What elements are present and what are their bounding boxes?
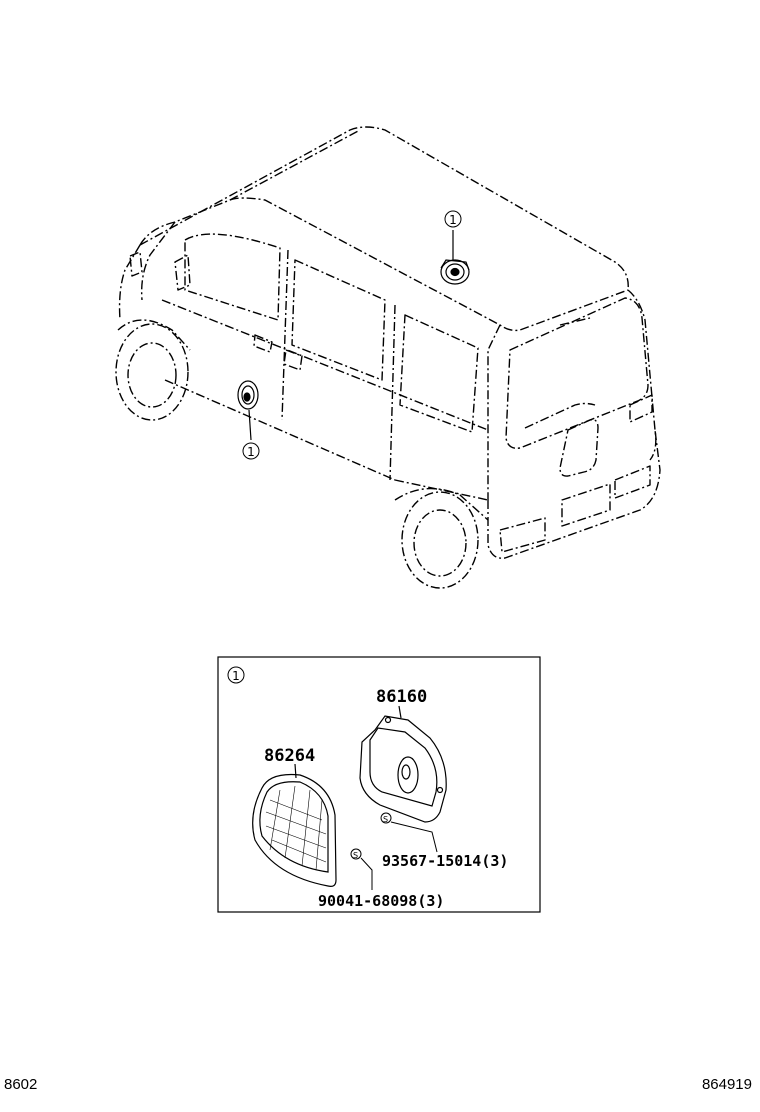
- footer-left-code: 8602: [4, 1076, 38, 1093]
- svg-text:1: 1: [247, 445, 255, 459]
- grille-screw-part-number: 90041-68098(3): [318, 892, 444, 910]
- grille-drawing: [252, 763, 337, 887]
- callout-door: 1: [242, 442, 260, 460]
- speaker-drawing: [359, 705, 447, 823]
- grille-screw-symbol: S: [353, 851, 358, 860]
- grille-screw: [350, 848, 373, 890]
- speaker-screw-part-number: 93567-15014(3): [382, 852, 508, 870]
- grille-part-number: 86264: [264, 746, 315, 766]
- callout-detail: 1: [227, 666, 245, 684]
- roof-speaker-location: [440, 230, 470, 285]
- door-speaker-location: [237, 380, 259, 441]
- speaker-screw-symbol: S: [383, 815, 388, 824]
- svg-text:1: 1: [449, 213, 457, 227]
- speaker-part-number: 86160: [376, 687, 427, 707]
- footer-right-code: 864919: [701, 1076, 752, 1093]
- detail-box: [217, 656, 541, 913]
- callout-roof: 1: [444, 210, 462, 228]
- speaker-screw: [380, 812, 438, 853]
- svg-text:1: 1: [232, 669, 240, 683]
- van-illustration: [115, 126, 661, 589]
